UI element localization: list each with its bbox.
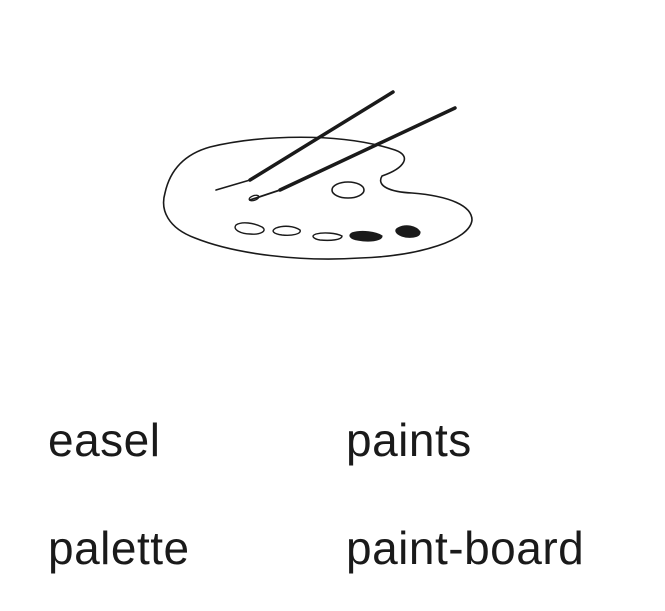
paint-dab-1 — [234, 222, 265, 235]
word-choice-paint-board[interactable]: paint-board — [346, 522, 585, 574]
brush-2-tip — [249, 189, 281, 201]
palette-board-outline — [162, 136, 473, 260]
word-choice-palette[interactable]: palette — [48, 522, 190, 574]
brush-1-tip — [215, 179, 251, 191]
paint-dab-3 — [312, 232, 343, 242]
brush-2-bristles — [248, 194, 260, 202]
paint-dab-5 — [395, 225, 421, 238]
paint-dab-2 — [272, 225, 301, 236]
palette-illustration — [162, 90, 473, 260]
word-choice-easel[interactable]: easel — [48, 414, 161, 466]
paint-dab-4 — [349, 230, 383, 242]
brush-2-handle — [278, 106, 457, 192]
brush-1-handle — [248, 90, 395, 182]
word-choice-paints[interactable]: paints — [346, 414, 472, 466]
thumb-hole — [331, 181, 365, 199]
